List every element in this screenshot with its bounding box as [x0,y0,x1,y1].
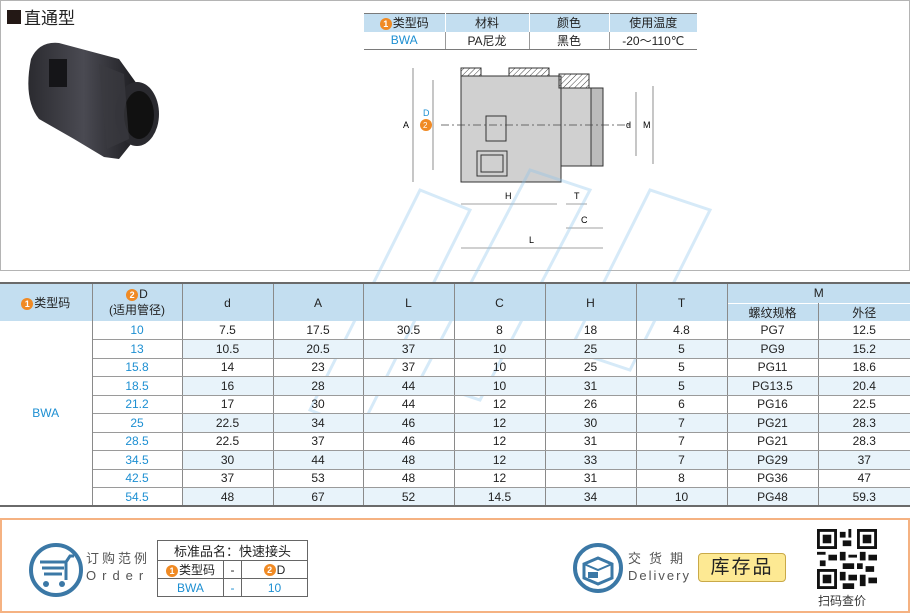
product-photo [28,42,159,159]
spec-header-temperature: 使用温度 [609,13,697,32]
delivery-label: 交货期 Delivery [628,551,692,583]
dim-d-label: d [626,120,631,130]
order-separator: - [223,560,242,579]
spec-type-code: BWA [364,31,446,50]
table-row: 28.5 22.5 37 46 12 31 7 PG21 28.3 [0,432,910,451]
table-row: 54.5 48 67 52 14.5 34 10 PG48 59.3 [0,487,910,507]
dim-H-label: H [505,191,512,201]
badge-2-icon: 2 [126,288,139,301]
svg-text:2: 2 [423,121,428,130]
header-M-outer: 外径 [818,302,910,321]
header-C: C [454,282,546,321]
spec-color: 黑色 [529,31,610,50]
header-T: T [636,282,728,321]
table-row: BWA 10 7.5 17.5 30.5 8 18 4.8 PG7 12.5 [0,321,910,507]
order-separator: - [223,578,242,597]
header-M-thread: 螺纹规格 [727,302,819,321]
header-M: M [727,282,910,303]
dim-C-label: C [581,215,588,225]
qr-code-icon[interactable] [817,529,877,589]
order-value-D: 10 [241,578,308,597]
table-row: 34.5 30 44 48 12 33 7 PG29 37 [0,450,910,470]
page-title: 直通型 [7,4,75,29]
dim-M-label: M [643,120,651,130]
page-title-text: 直通型 [24,9,75,28]
table-row: 25 22.5 34 46 12 30 7 PG21 28.3 [0,413,910,433]
order-value-type-code: BWA [157,578,224,597]
table-row: 42.5 37 53 48 12 31 8 PG36 47 [0,469,910,488]
table-row: 21.2 17 30 44 12 26 6 PG16 22.5 [0,395,910,414]
shopping-cart-icon [29,543,83,597]
order-label: 订购范例 Order [86,551,151,583]
header-A: A [273,282,364,321]
header-L: L [363,282,455,321]
dim-A-label: A [403,120,409,130]
spec-header-material: 材料 [445,13,530,32]
spec-material: PA尼龙 [445,31,530,50]
dim-L-label: L [529,235,534,245]
badge-2-icon: 2 [263,564,276,577]
dim-T-label: T [574,191,580,201]
table-row: 13 10.5 20.5 37 10 25 5 PG9 15.2 [0,339,910,359]
header-d: d [182,282,274,321]
square-bullet-icon [7,9,21,24]
type-code-cell: BWA [0,321,93,507]
badge-1-icon: 1 [165,564,178,577]
spec-temperature: -20～110℃ [609,31,697,50]
table-row: 18.5 16 28 44 10 31 5 PG13.5 20.4 [0,376,910,396]
badge-1-icon: 1 [379,18,392,31]
package-box-icon [573,543,623,593]
table-row: 15.8 14 23 37 10 25 5 PG11 18.6 [0,358,910,377]
stock-status-badge: 库存品 [698,553,786,582]
badge-1-icon: 1 [21,297,34,310]
qr-label: 扫码查价 [818,594,867,608]
order-title: 标准品名：快速接头 [157,540,308,561]
technical-drawing: A 2 D d M H T C L [403,67,654,249]
dim-D-label: D [423,108,430,118]
spec-header-color: 颜色 [529,13,610,32]
header-H: H [545,282,637,321]
